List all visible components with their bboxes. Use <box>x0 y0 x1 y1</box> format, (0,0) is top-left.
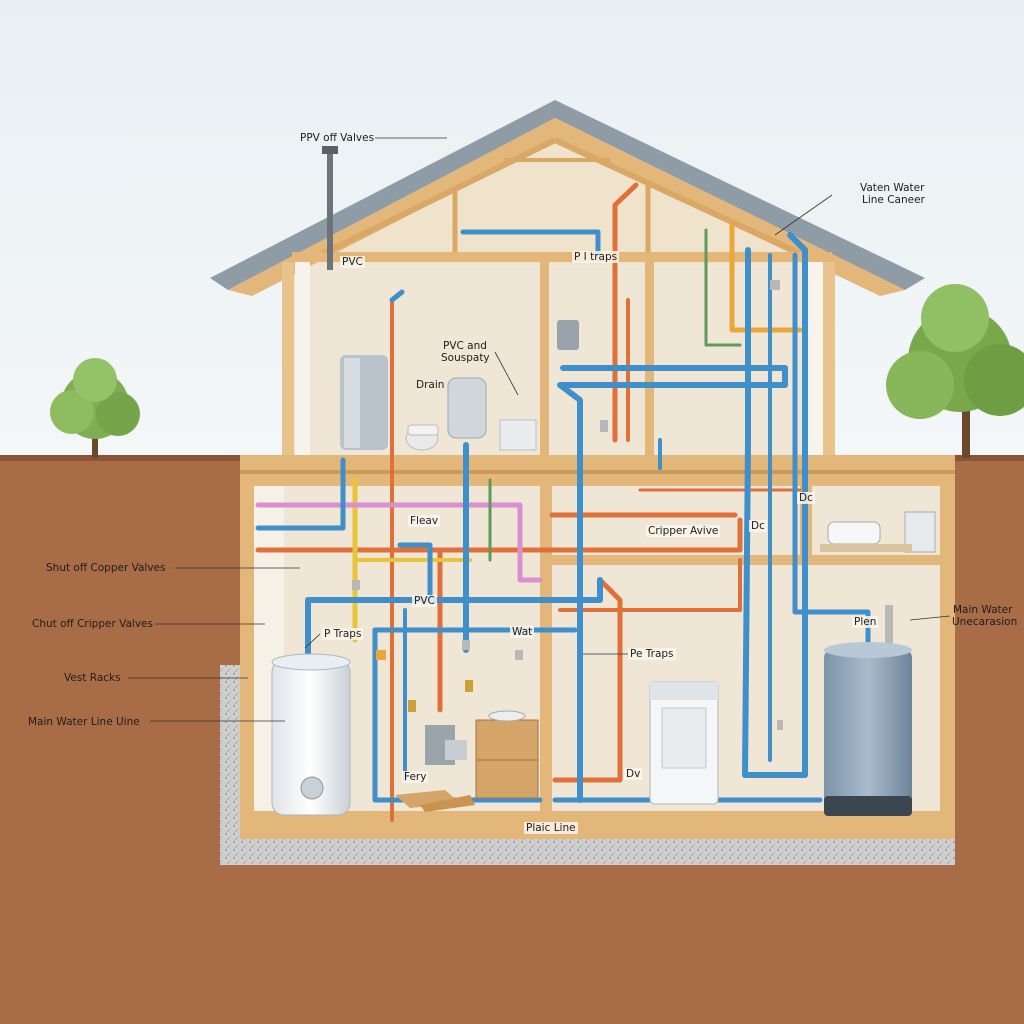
label-vaten-water: Vaten Water <box>860 182 925 194</box>
pump-unit <box>557 320 579 350</box>
washing-machine <box>649 681 719 805</box>
filter-unit <box>425 725 467 765</box>
water-heater <box>271 653 351 816</box>
label-pvf-off-valves: PPV off Valves <box>300 132 375 144</box>
label-cripper-avive: Cripper Avive <box>646 525 721 537</box>
label-dc-a: Dc <box>749 520 767 532</box>
label-main-water: Main Water <box>953 604 1013 616</box>
sink-cabinet <box>499 419 537 451</box>
label-dv: Dv <box>624 768 643 780</box>
label-vest-racks: Vest Racks <box>64 672 121 684</box>
label-pvc-and: PVC and <box>443 340 487 352</box>
label-fleav: Fleav <box>408 515 441 527</box>
label-main-water-line: Main Water Line Uine <box>28 716 140 728</box>
label-wat: Wat <box>510 626 535 638</box>
wood-cabinet <box>475 710 539 799</box>
label-pvc-attic: PVC <box>340 256 365 268</box>
label-dc-b: Dc <box>797 492 815 504</box>
label-drain: Drain <box>416 379 445 391</box>
tree-left <box>50 358 140 458</box>
label-pvc-basement: PVC <box>412 595 437 607</box>
valve-fittings <box>352 280 893 730</box>
floor-boards <box>395 790 475 812</box>
label-line-caneer: Line Caneer <box>862 194 925 206</box>
label-plen: Plen <box>852 616 879 628</box>
label-p-traps-attic: P I traps <box>572 251 620 263</box>
label-pe-traps: Pe Traps <box>628 648 676 660</box>
toilet <box>405 424 439 451</box>
utility-sink <box>820 511 936 553</box>
pressure-tank <box>824 642 912 816</box>
label-souspaty: Souspaty <box>441 352 490 364</box>
pipe-network <box>255 182 871 822</box>
label-shut-off-copper: Shut off Copper Valves <box>46 562 166 574</box>
drain-tank <box>447 377 487 439</box>
label-p-traps-basement: P Traps <box>322 628 364 640</box>
label-unecarasion: Unecarasion <box>952 616 1018 628</box>
label-chut-off-cripper: Chut off Cripper Valves <box>32 618 153 630</box>
label-fery: Fery <box>402 771 429 783</box>
upper-water-heater <box>340 355 388 450</box>
leader-lines <box>128 137 951 722</box>
tree-right <box>886 284 1024 458</box>
label-plaic-line: Plaic Line <box>524 822 578 834</box>
